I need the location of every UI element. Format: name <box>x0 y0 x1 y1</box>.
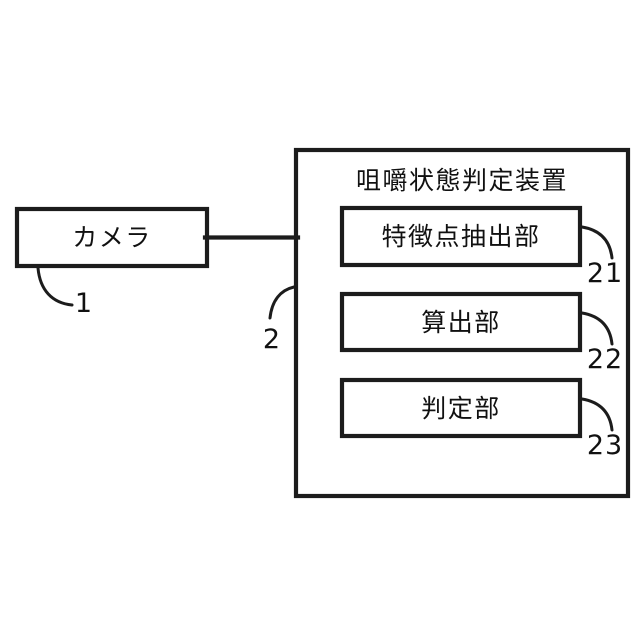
determination-unit-label: 判定部 <box>421 394 501 423</box>
camera-box-label: カメラ <box>72 223 152 252</box>
reference-number-21: 21 <box>587 258 623 289</box>
leader-line-22 <box>580 311 614 346</box>
reference-number-23: 23 <box>587 430 623 461</box>
camera-box <box>14 206 210 269</box>
leader-line-21 <box>580 225 614 260</box>
reference-number-22: 22 <box>587 344 623 375</box>
reference-number-1: 1 <box>75 288 93 319</box>
feature-point-extraction-unit-box <box>339 205 583 268</box>
calculation-unit-label: 算出部 <box>421 308 501 337</box>
leader-line-1 <box>36 266 74 307</box>
leader-line-2 <box>268 285 296 320</box>
calculation-unit-box <box>339 291 583 353</box>
determination-unit-box <box>339 377 583 439</box>
feature-point-extraction-unit-label: 特徴点抽出部 <box>381 222 540 251</box>
leader-line-23 <box>580 397 614 432</box>
device-enclosure-title: 咀嚼状態判定装置 <box>356 166 568 195</box>
reference-number-2: 2 <box>263 324 281 355</box>
